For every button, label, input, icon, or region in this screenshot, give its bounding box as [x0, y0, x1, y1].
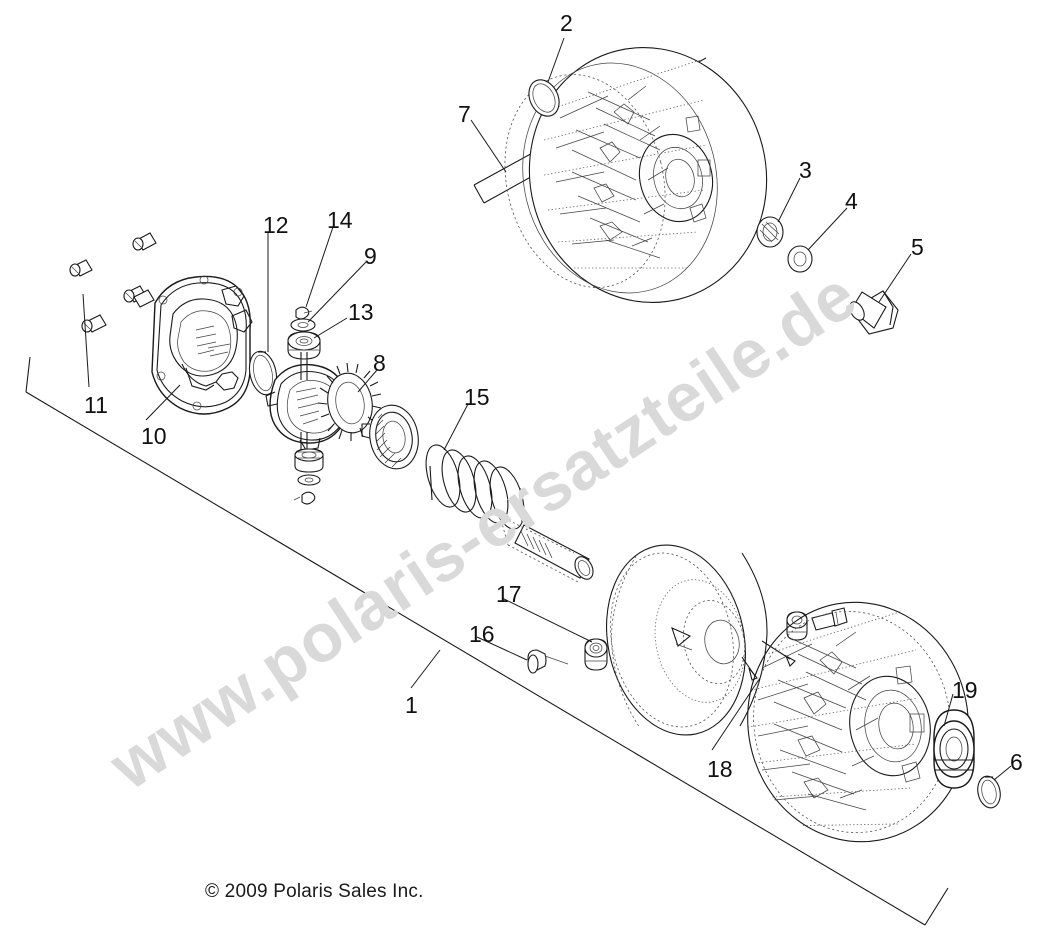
part-15-compression-spring [425, 444, 525, 530]
screw-c [133, 289, 155, 308]
callout-13: 13 [348, 299, 374, 325]
callout-14: 14 [327, 207, 353, 233]
callout-17: 17 [496, 581, 522, 607]
callout-16: 16 [469, 621, 495, 647]
clutch-sheave-top [504, 47, 768, 303]
callout-4: 4 [845, 188, 858, 214]
part-14-cotter-pin [295, 306, 313, 320]
sheave-vanes-bottom [748, 607, 925, 827]
callout-2: 2 [560, 10, 573, 36]
part-19-ball-bearing [933, 709, 975, 789]
thrust-plate [361, 404, 419, 470]
callout-12: 12 [263, 212, 289, 238]
leader-lines [82, 37, 1012, 781]
callout-19: 19 [952, 677, 978, 703]
callout-10: 10 [141, 423, 167, 449]
screw-b [69, 259, 93, 277]
callout-9: 9 [364, 243, 377, 269]
fixed-sheave-bottom [747, 601, 969, 843]
part-5-hex-bolt [849, 290, 899, 335]
sheave-vanes-top [543, 59, 711, 269]
copyright-notice: © 2009 Polaris Sales Inc. [205, 881, 424, 902]
moveable-sheave-cone [606, 544, 768, 736]
callout-6: 6 [1010, 749, 1023, 775]
screw-d [132, 232, 157, 251]
part-9-washer [290, 318, 316, 332]
callout-15: 15 [464, 384, 490, 410]
part-3-washer [756, 216, 784, 248]
callout-1: 1 [405, 692, 418, 718]
callout-7: 7 [458, 101, 471, 127]
part-4-flat-washer [787, 245, 813, 273]
part-16-bushing [527, 649, 569, 674]
part-2-o-ring [528, 79, 560, 117]
part-12-snap-ring [248, 350, 278, 396]
part-10-clutch-cover [151, 275, 253, 415]
part-13-roller [287, 331, 321, 360]
roller-stack-lower [293, 448, 324, 505]
clutch-shaft-sleeve [499, 515, 594, 583]
part-11-screws [69, 232, 157, 333]
part-6-snap-ring [977, 775, 1001, 809]
callout-8: 8 [373, 350, 386, 376]
callout-3: 3 [799, 157, 812, 183]
part-18-pin [741, 656, 758, 681]
shoulder-bolt-right [811, 607, 848, 631]
part-17-roller-bushing [584, 638, 608, 671]
callout-5: 5 [911, 234, 924, 260]
callout-11: 11 [84, 392, 108, 418]
assembly-axis-line [25, 356, 949, 926]
callout-18: 18 [707, 756, 733, 782]
